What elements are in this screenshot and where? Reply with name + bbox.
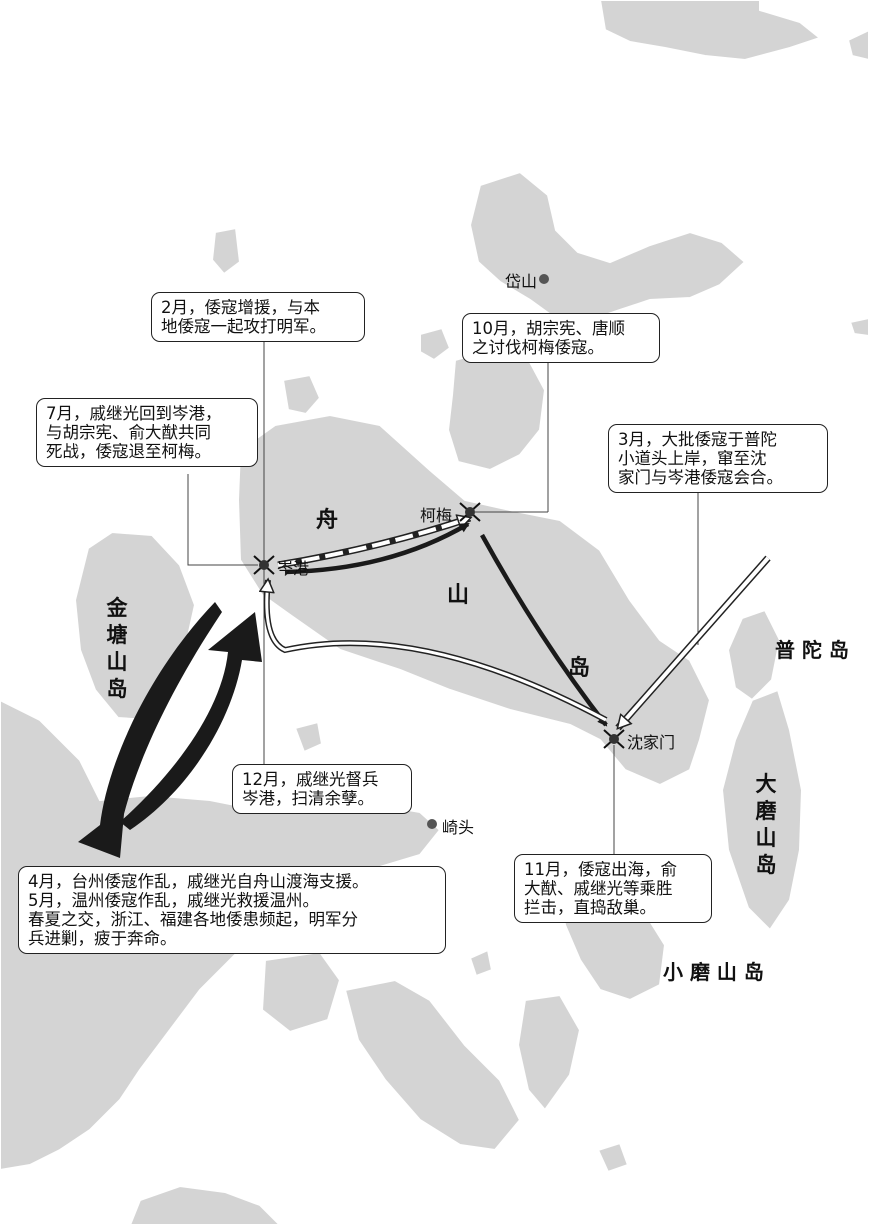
route-crescent-to-zhoushan [120, 612, 262, 830]
routes [78, 518, 771, 858]
battle-marker-shenjiamen [603, 729, 625, 749]
islet-west-2 [281, 373, 322, 416]
islet-south-a [468, 948, 494, 978]
islet-east-edge [848, 316, 869, 338]
islet-south-b [596, 1141, 630, 1174]
label-jintang: 金 塘 山 岛 [106, 595, 128, 701]
label-cengang: 岑港 [277, 559, 310, 578]
island-daishan [468, 170, 747, 324]
label-damo: 大 磨 山 岛 [755, 771, 777, 877]
islet-mid [419, 326, 452, 362]
battle-marker-cengang [253, 555, 275, 575]
callout-february: 2月，倭寇增援，与本 地倭寇一起攻打明军。 [151, 292, 365, 342]
label-zhoushan-1: 舟 [316, 507, 339, 533]
battle-marker-kemei [459, 502, 481, 522]
island-putuo [726, 608, 782, 702]
callout-march: 3月，大批倭寇于普陀 小道头上岸，窜至沈 家门与岑港倭寇会合。 [608, 424, 828, 493]
island-south-2 [343, 978, 522, 1152]
island-north [446, 348, 547, 472]
label-putuo: 普 陀 岛 [775, 638, 849, 662]
label-daishan: 岱山 [505, 272, 538, 291]
islet-top-edge [846, 28, 869, 62]
leader-lines [187, 340, 699, 855]
island-damo [720, 688, 804, 932]
label-qitou: 崎头 [442, 818, 475, 837]
callout-october: 10月，胡宗宪、唐顺 之讨伐柯梅倭寇。 [462, 313, 660, 363]
route-kemei-to-shenjiamen [480, 533, 608, 727]
islet-west-1 [210, 226, 242, 276]
label-zhoushan-2: 山 [447, 582, 470, 608]
island-jintang [73, 530, 197, 722]
callout-december: 12月，戚继光督兵 岑港，扫清余孽。 [232, 764, 412, 814]
label-xiaomo: 小 磨 山 岛 [663, 960, 764, 984]
island-zhoushan [236, 413, 712, 787]
route-cengang-to-kemei-solid [284, 522, 470, 575]
island-top-right [598, 0, 823, 62]
label-shenjiamen: 沈家门 [627, 733, 676, 752]
callout-november: 11月，倭寇出海，俞 大猷、戚继光等乘胜 拦击，直捣敌巢。 [514, 854, 712, 923]
label-kemei: 柯梅 [420, 506, 453, 525]
place-dots [427, 274, 549, 829]
islet-south-c [293, 720, 324, 754]
dot-daishan [539, 274, 549, 284]
island-bottom [128, 1184, 282, 1225]
callout-april: 4月，台州倭寇作乱，戚继光自舟山渡海支援。 5月，温州倭寇作乱，戚继光救援温州。… [18, 866, 446, 954]
callout-july: 7月，戚继光回到岑港， 与胡宗宪、俞大猷共同 死战，倭寇退至柯梅。 [36, 398, 258, 467]
island-south-1 [260, 950, 342, 1034]
label-zhoushan-3: 岛 [568, 655, 591, 681]
dot-qitou [427, 819, 437, 829]
route-crescent-to-mainland [78, 602, 222, 858]
battle-markers [253, 502, 625, 749]
island-south-3 [516, 993, 582, 1112]
